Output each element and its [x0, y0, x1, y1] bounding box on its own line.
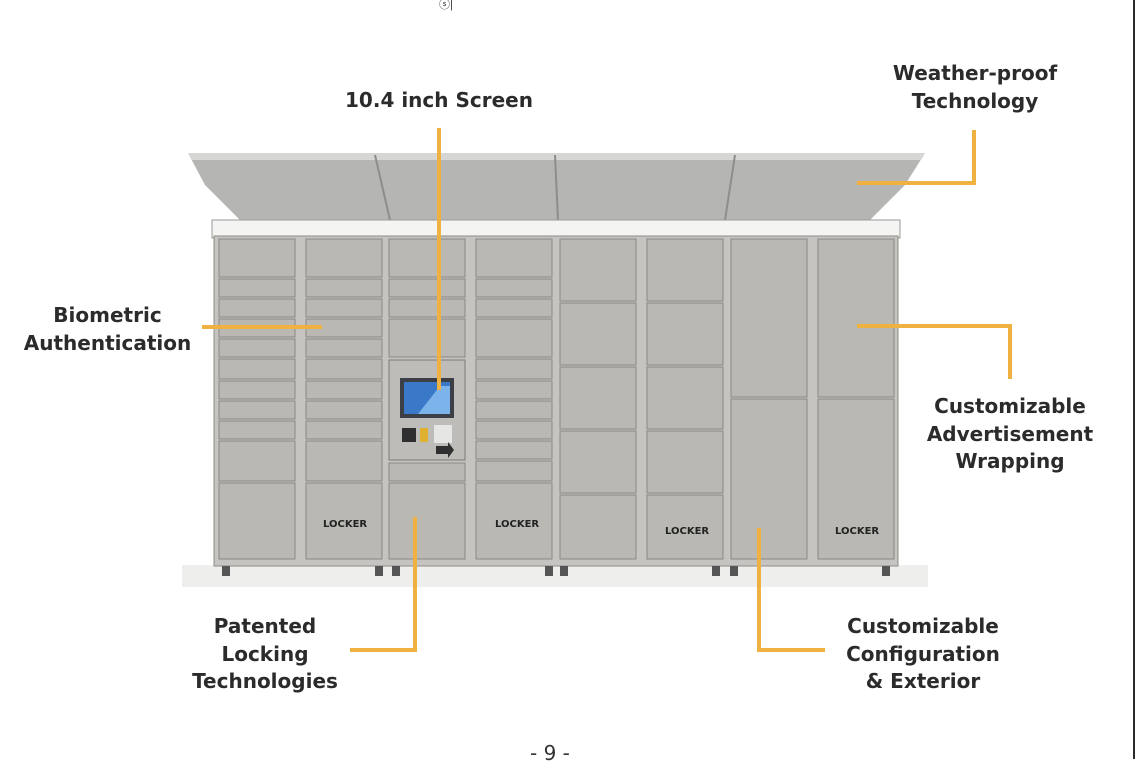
locker-door	[218, 238, 296, 278]
brand-logo: LOCKER	[323, 519, 367, 530]
page-number: - 9 -	[530, 741, 570, 765]
locker-doors	[218, 238, 895, 560]
locker-door	[730, 238, 808, 398]
locker-door	[218, 298, 296, 318]
locker-door	[475, 482, 553, 560]
locker-door	[817, 238, 895, 398]
locker-door	[305, 238, 383, 278]
callout-weather-line-h	[857, 181, 976, 185]
callout-screen-line	[437, 128, 441, 390]
locker-door	[475, 358, 553, 380]
locker-door	[475, 400, 553, 420]
locker-door	[305, 380, 383, 400]
locker-door	[559, 302, 637, 366]
callout-configuration-line-v	[757, 528, 761, 652]
callout-locking-line-h	[350, 648, 417, 652]
locker-door	[388, 318, 466, 358]
locker-door	[559, 238, 637, 302]
locker-door	[218, 338, 296, 358]
locker-door	[305, 278, 383, 298]
top-mark: ⓢ|	[439, 0, 453, 11]
locker-door	[559, 430, 637, 494]
locker-door	[475, 440, 553, 460]
locker-door	[305, 420, 383, 440]
locker-door	[646, 302, 724, 366]
locker-door	[218, 358, 296, 380]
locker-door	[475, 380, 553, 400]
brand-logo: LOCKER	[665, 526, 709, 537]
locker-door	[218, 400, 296, 420]
locker-door	[388, 298, 466, 318]
label-screen: 10.4 inch Screen	[345, 88, 533, 112]
callout-advertisement-line-v	[1008, 324, 1012, 379]
locker-door	[646, 430, 724, 494]
page-edge-rule	[1133, 0, 1135, 759]
callout-weather-line-v	[972, 130, 976, 185]
locker-door	[388, 482, 466, 560]
locker-door	[218, 482, 296, 560]
callout-advertisement-line-h	[857, 324, 1012, 328]
locker-door	[388, 278, 466, 298]
locker-door	[475, 318, 553, 358]
locker-door	[218, 380, 296, 400]
locker-door	[218, 420, 296, 440]
locker-door	[305, 440, 383, 482]
locker-door	[475, 238, 553, 278]
locker-door	[475, 298, 553, 318]
callout-configuration-line-h	[757, 648, 825, 652]
locker-door	[218, 440, 296, 482]
locker-door	[559, 494, 637, 560]
locker-door	[817, 398, 895, 560]
locker-door	[646, 366, 724, 430]
locker-door	[388, 238, 466, 278]
locker-door	[730, 398, 808, 560]
locker-door	[646, 238, 724, 302]
locker-door	[305, 338, 383, 358]
locker-door	[388, 462, 466, 482]
locker-door	[305, 358, 383, 380]
brand-logo: LOCKER	[495, 519, 539, 530]
locker-door	[475, 278, 553, 298]
locker-door	[305, 400, 383, 420]
label-weather-proof: Weather-proof Technology	[892, 61, 1058, 113]
label-locking: Patented Locking Technologies	[192, 614, 338, 693]
callout-locking-line-v	[413, 517, 417, 652]
locker-door	[559, 366, 637, 430]
locker-door	[218, 278, 296, 298]
brand-logo: LOCKER	[835, 526, 879, 537]
locker-door	[475, 460, 553, 482]
locker-door	[646, 494, 724, 560]
label-configuration: Customizable Configuration & Exterior	[846, 614, 1000, 693]
locker-door	[475, 420, 553, 440]
locker-door	[305, 298, 383, 318]
label-advertisement: Customizable Advertisement Wrapping	[926, 394, 1094, 473]
locker-door	[305, 482, 383, 560]
callout-biometric-line	[202, 325, 322, 329]
label-biometric: Biometric Authentication	[23, 303, 192, 355]
locker-logos: LOCKER LOCKER LOCKER LOCKER	[323, 519, 879, 537]
